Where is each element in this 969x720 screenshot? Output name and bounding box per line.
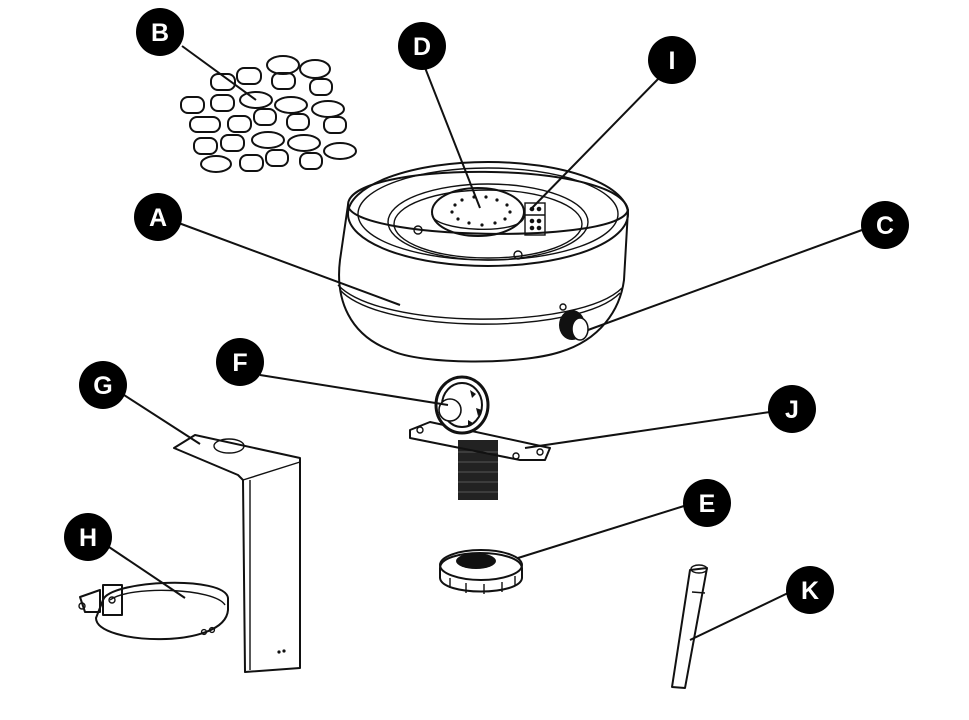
leader-c xyxy=(587,229,863,331)
main-body-drawing xyxy=(337,161,629,363)
leader-k xyxy=(689,592,789,641)
stones-drawing xyxy=(180,55,357,173)
leader-a xyxy=(175,221,401,306)
callout-h: H xyxy=(64,513,112,561)
callout-label-k: K xyxy=(801,577,819,605)
callout-k: K xyxy=(786,566,834,614)
leader-e xyxy=(517,505,685,559)
callout-a: A xyxy=(134,193,182,241)
leader-f xyxy=(259,374,449,406)
leader-h xyxy=(105,544,186,599)
callout-b: B xyxy=(136,8,184,56)
callout-label-d: D xyxy=(413,33,431,61)
leader-g xyxy=(123,394,201,445)
callout-label-b: B xyxy=(151,19,169,47)
callout-label-i: I xyxy=(669,47,676,75)
callout-label-j: J xyxy=(785,396,799,424)
rod-drawing xyxy=(671,564,708,689)
callout-f: F xyxy=(216,338,264,386)
leader-lines xyxy=(105,45,863,641)
leader-d xyxy=(421,59,481,209)
bracket-drawing xyxy=(173,434,301,673)
callout-label-f: F xyxy=(232,349,247,377)
mount-drawing xyxy=(409,375,551,500)
callout-g: G xyxy=(79,361,127,409)
callout-label-e: E xyxy=(699,490,716,518)
callout-label-a: A xyxy=(149,204,167,232)
leader-b xyxy=(181,45,257,101)
locking-nut-drawing xyxy=(439,549,523,594)
callout-label-h: H xyxy=(79,524,97,552)
callout-c: C xyxy=(861,201,909,249)
callout-d: D xyxy=(398,22,446,70)
callout-i: I xyxy=(648,36,696,84)
dice-connector-drawing xyxy=(524,202,546,236)
callout-j: J xyxy=(768,385,816,433)
clamp-ring-drawing xyxy=(78,581,229,641)
platform-drawing xyxy=(431,187,525,237)
leader-j xyxy=(524,411,771,449)
callout-e: E xyxy=(683,479,731,527)
leader-i xyxy=(529,74,663,211)
callout-label-g: G xyxy=(93,372,112,400)
callout-label-c: C xyxy=(876,212,894,240)
